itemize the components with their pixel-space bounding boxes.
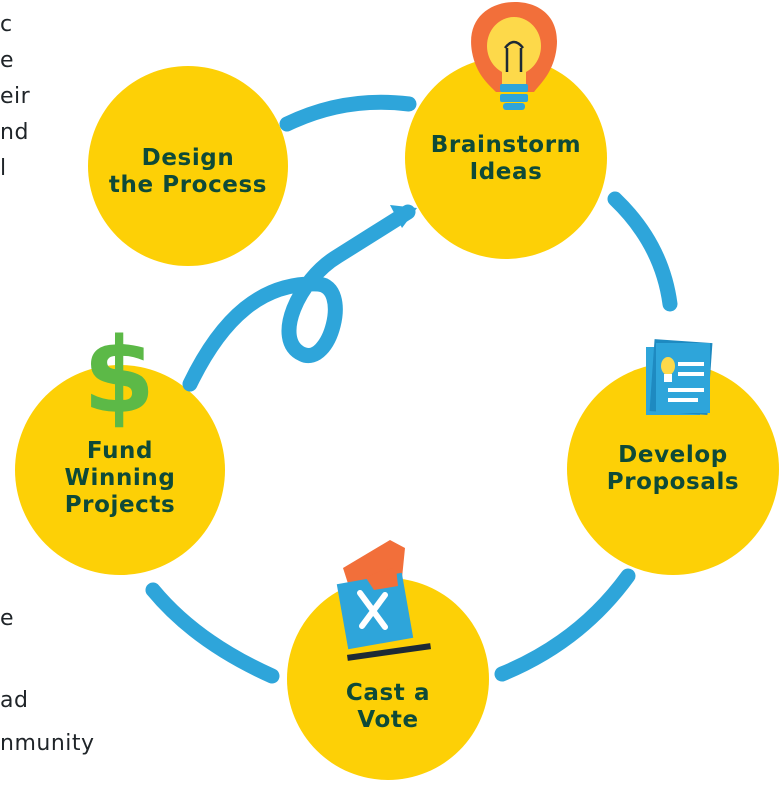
step-label-line: Cast a: [345, 680, 431, 706]
step-label-line: Brainstorm: [430, 132, 582, 158]
step-label-line: Winning: [64, 465, 176, 491]
loop-arrow: [182, 204, 416, 392]
cut-text-line-9: nmunity: [0, 731, 95, 756]
step-label-line: Projects: [64, 492, 176, 518]
connector-develop-vote: [494, 568, 636, 682]
cut-text-line-1: c: [0, 12, 13, 37]
step-label-line: Proposals: [606, 469, 740, 495]
step-label-fund: Fund Winning Projects: [20, 438, 220, 519]
cut-text-line-3: eir: [0, 84, 31, 109]
step-label-line: Develop: [618, 442, 728, 468]
step-label-line: the Process: [108, 172, 268, 198]
proposal-document-icon: [646, 339, 713, 416]
cut-text-line-5: l: [0, 156, 7, 181]
step-label-brainstorm: Brainstorm Ideas: [406, 132, 606, 186]
lightbulb-icon: [471, 2, 557, 110]
cut-text-line-8: ad: [0, 688, 29, 713]
loop-arrow-head: [390, 205, 417, 228]
connector-brainstorm-develop: [607, 191, 678, 312]
dollar-sign-icon: $: [83, 315, 155, 437]
connector-vote-fund: [145, 582, 280, 684]
cut-text-line-2: e: [0, 48, 15, 73]
step-circle-design: [88, 66, 288, 266]
step-label-line: Design: [141, 145, 235, 171]
step-label-design: Design the Process: [88, 145, 288, 199]
step-circle-fund: [15, 365, 225, 575]
step-label-develop: Develop Proposals: [573, 442, 773, 496]
step-label-line: Ideas: [469, 159, 543, 185]
step-label-vote: Cast a Vote: [288, 680, 488, 734]
ballot-hand-icon: [336, 540, 432, 661]
step-label-line: Fund: [86, 438, 154, 464]
step-label-line: Vote: [357, 707, 419, 733]
cut-text-line-4: nd: [0, 120, 29, 145]
cut-text-line-6: e: [0, 606, 15, 631]
connector-design-brainstorm: [279, 94, 417, 132]
